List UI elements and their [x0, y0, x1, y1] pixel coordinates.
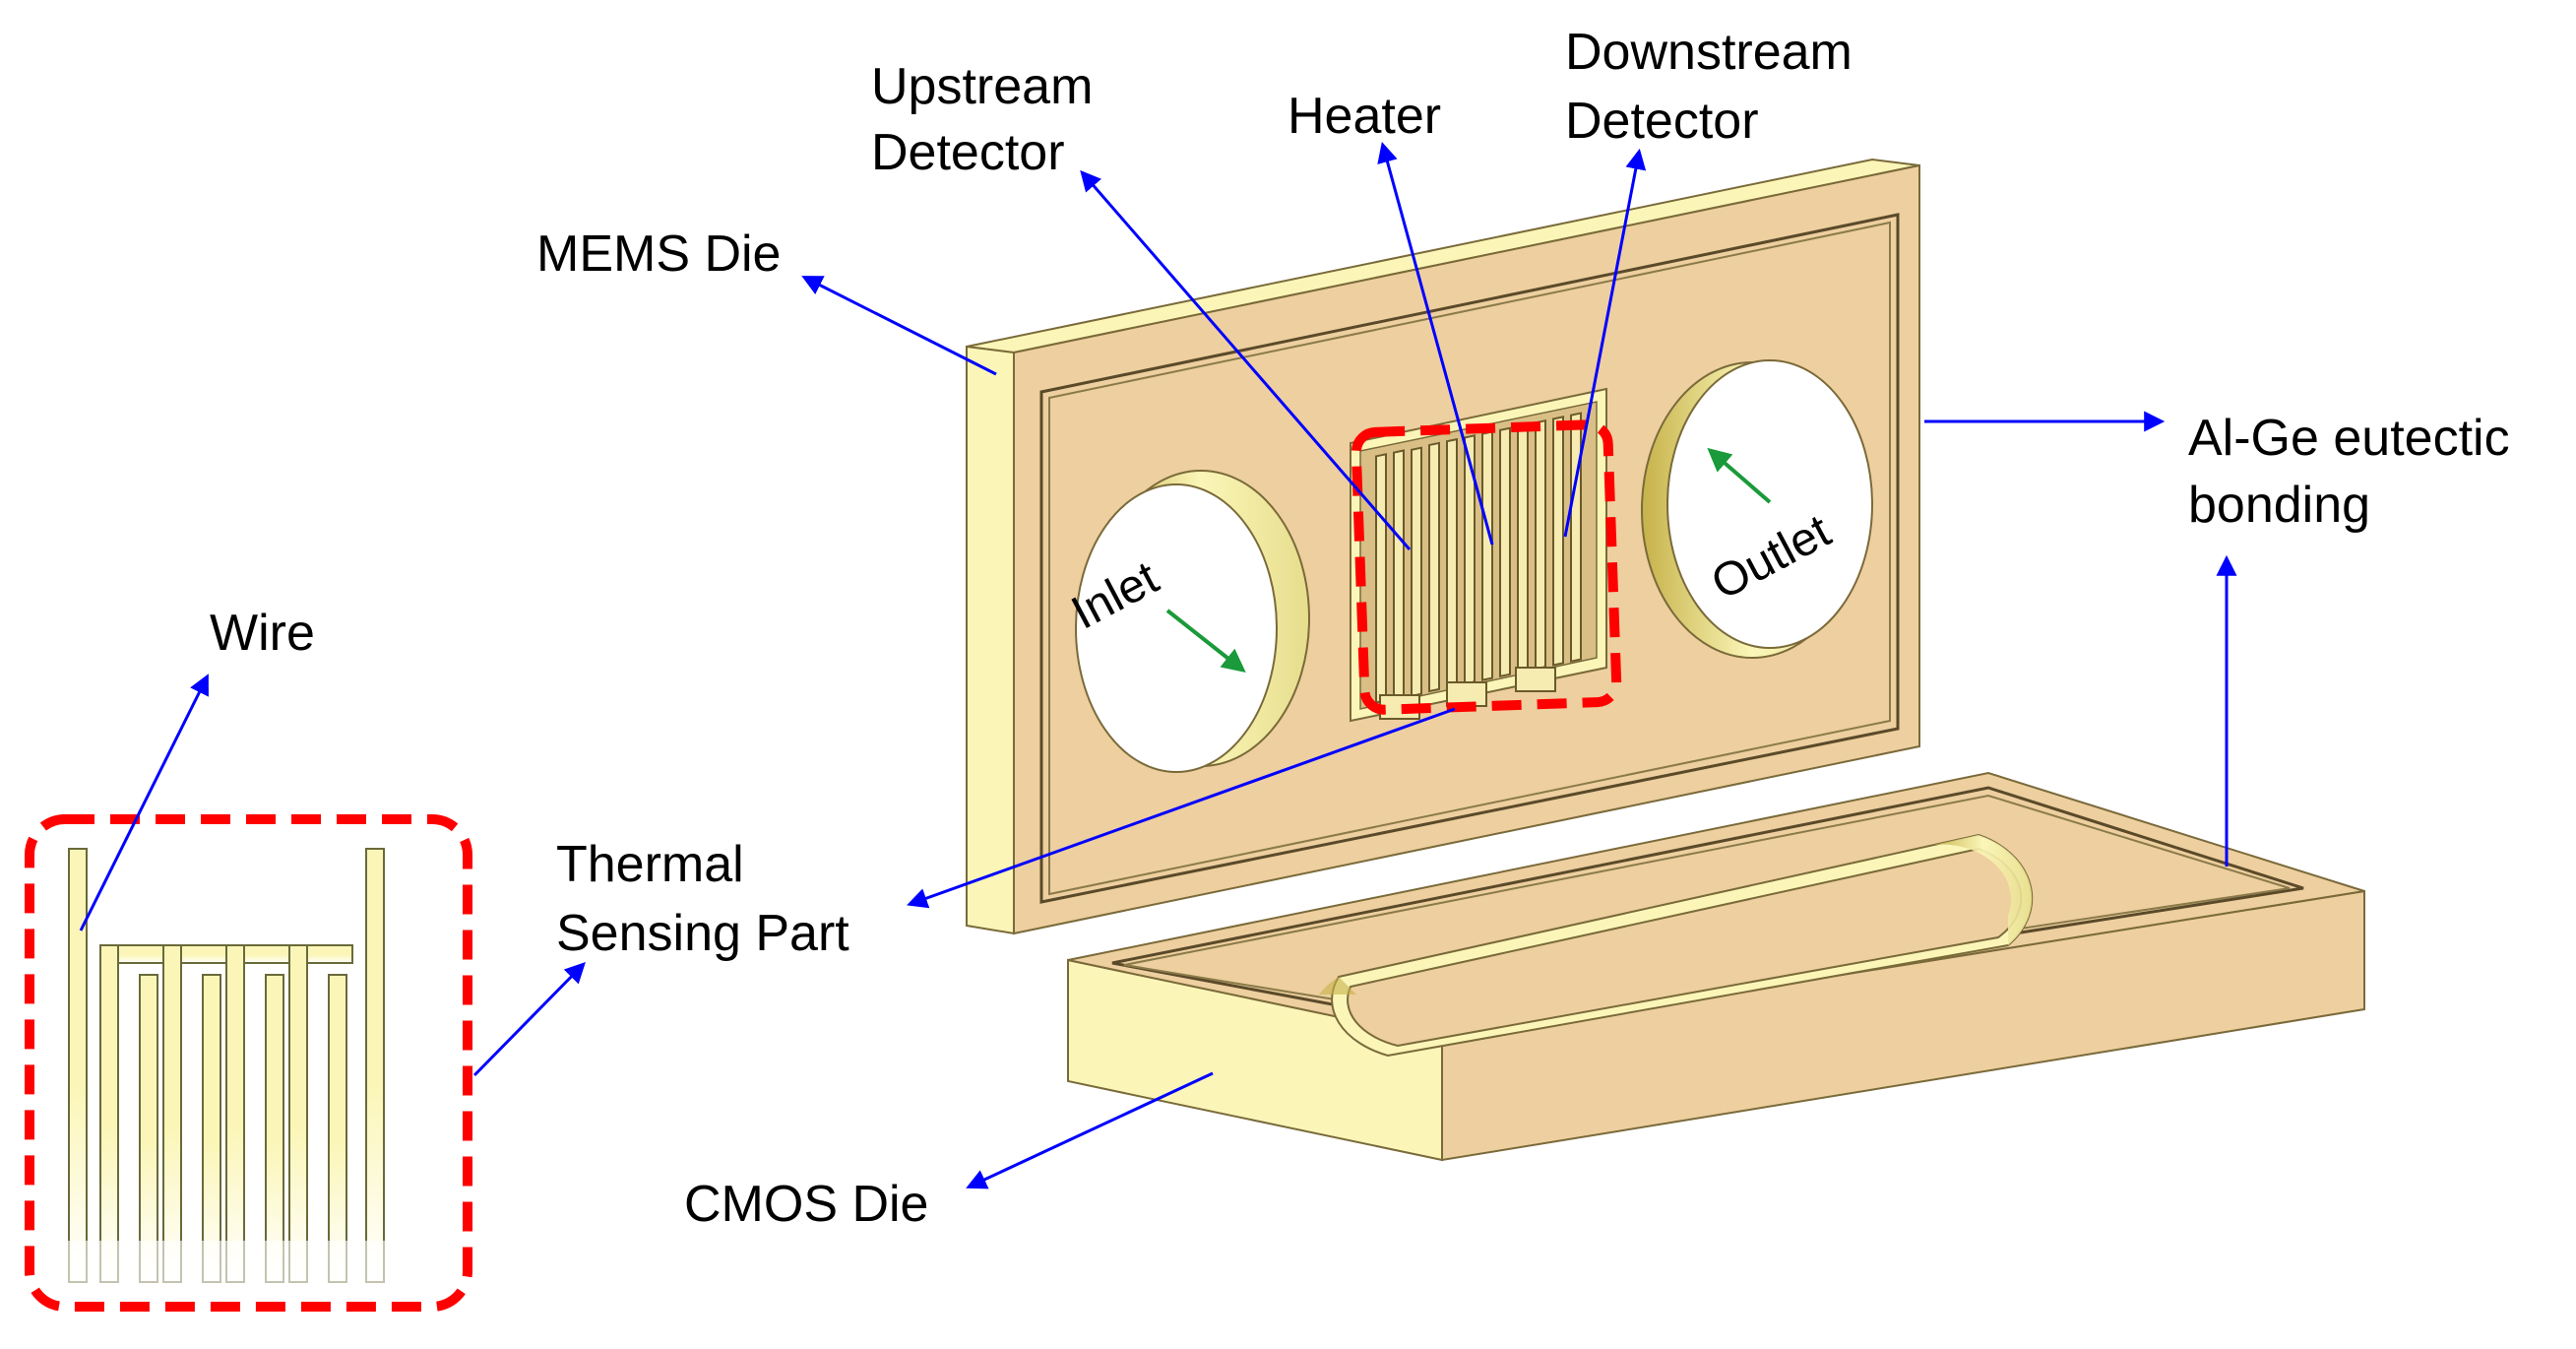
mems-die-bond-ring: [1039, 213, 1900, 904]
label-bonding-line1: Al-Ge eutectic: [2188, 410, 2510, 467]
inlet-flow-arrow: [1165, 609, 1246, 673]
label-heater: Heater: [1288, 88, 1441, 145]
leader-downstream: [1563, 148, 1647, 538]
label-thermal-line1: Thermal: [556, 836, 744, 893]
cmos-die: [1067, 771, 2365, 1162]
inset-highlight: [25, 814, 472, 1312]
label-upstream-line2: Detector: [871, 124, 1065, 181]
outlet-flow-arrow: [1707, 447, 1772, 504]
cmos-die-bond-ring: [1111, 786, 2304, 1026]
leader-thermal-sensing: [907, 707, 1456, 909]
mems-die: [966, 158, 1920, 935]
outlet-hole: [1641, 359, 1873, 659]
inset-meander: [68, 848, 385, 1283]
leader-upstream: [1080, 169, 1412, 550]
wire-inset: [25, 814, 472, 1312]
sensing-wires: [1375, 412, 1582, 704]
label-thermal-line2: Sensing Part: [556, 905, 849, 962]
leader-mems-die: [801, 276, 997, 376]
flow-arrows: [1165, 447, 1772, 673]
label-cmos-die: CMOS Die: [684, 1176, 928, 1233]
labels: Upstream Detector Heater Downstream Dete…: [210, 24, 2510, 1233]
sensing-part-highlight: [1351, 419, 1622, 715]
inlet-hole: [1075, 470, 1310, 773]
wire-pads: [1379, 667, 1556, 720]
label-mems-die: MEMS Die: [536, 225, 781, 283]
label-upstream-line1: Upstream: [871, 58, 1093, 115]
label-wire: Wire: [210, 605, 315, 662]
leader-lines: [79, 141, 2237, 1189]
label-bonding-line2: bonding: [2188, 477, 2370, 534]
leader-heater: [1377, 141, 1494, 546]
cmos-channel: [1319, 833, 2034, 1058]
mems-die-left-edge: [966, 345, 1015, 935]
label-downstream-line2: Detector: [1565, 93, 1759, 150]
leader-wire: [79, 674, 209, 931]
label-downstream-line1: Downstream: [1565, 24, 1853, 81]
leader-inset: [472, 962, 586, 1077]
leader-cmos-die: [966, 1071, 1214, 1189]
